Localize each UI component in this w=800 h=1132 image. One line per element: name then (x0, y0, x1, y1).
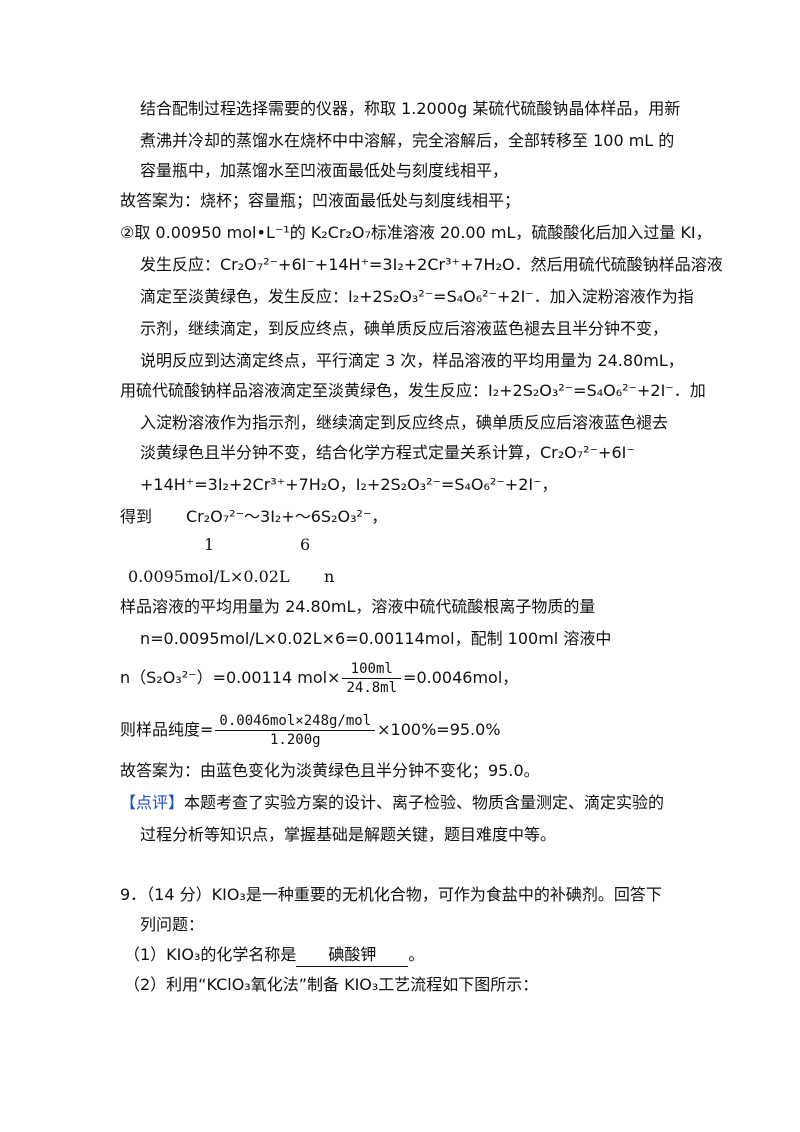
fraction-denominator: 24.8ml (346, 680, 398, 696)
answer-blank: 碘酸钾 (296, 944, 409, 967)
question-item: （1）KIO₃的化学名称是碘酸钾。 (124, 944, 424, 967)
question-title: 9．（14 分）KIO₃是一种重要的无机化合物，可作为食盐中的补碘剂。回答下 (120, 885, 662, 904)
text-line: 发生反应：Cr₂O₇²⁻+6I⁻+14H⁺=3I₂+2Cr³⁺+7H₂O．然后用… (140, 255, 723, 274)
text-line: 滴定至淡黄绿色，发生反应：I₂+2S₂O₃²⁻=S₄O₆²⁻+2I⁻．加入淀粉溶… (140, 287, 694, 306)
amount-value: n (324, 567, 335, 586)
relation-label: 得到 (120, 507, 153, 526)
fraction-numerator: 100ml (342, 660, 402, 679)
question-text: （1）KIO₃的化学名称是 (124, 945, 297, 964)
question-item: （2）利用“KClO₃氧化法”制备 KIO₃工艺流程如下图所示： (124, 975, 539, 994)
text-line: 结合配制过程选择需要的仪器，称取 1.2000g 某硫代硫酸钠晶体样品，用新 (140, 99, 681, 118)
equation-text: =0.0046mol， (403, 668, 519, 687)
amount-value: 0.0095mol/L×0.02L (128, 567, 290, 586)
text-line: 示剂，继续滴定，到反应终点，碘单质反应后溶液蓝色褪去且半分钟不变， (140, 319, 669, 338)
text-line: ②取 0.00950 mol•L⁻¹的 K₂Cr₂O₇标准溶液 20.00 mL… (120, 223, 712, 242)
equation-text: n（S₂O₃²⁻）=0.00114 mol× (120, 668, 341, 687)
comment-tag: 【点评】 (120, 793, 185, 812)
fraction-numerator: 0.0046mol×248g/mol (215, 712, 376, 731)
text-line: 容量瓶中，加蒸馏水至凹液面最低处与刻度线相平， (140, 161, 509, 180)
answer-line: 故答案为：由蓝色变化为淡黄绿色且半分钟不变化；95.0。 (120, 761, 540, 780)
text-line: 煮沸并冷却的蒸馏水在烧杯中中溶解，完全溶解后，全部转移至 100 mL 的 (140, 131, 675, 150)
text-line: 过程分析等知识点，掌握基础是解题关键，题目难度中等。 (140, 825, 557, 844)
text-line: n=0.0095mol/L×0.02L×6=0.00114mol，配制 100m… (140, 629, 612, 648)
text-line: 样品溶液的平均用量为 24.80mL，溶液中硫代硫酸根离子物质的量 (120, 597, 596, 616)
equation-text: ×100%=95.0% (377, 720, 501, 739)
comment-text: 本题考查了实验方案的设计、离子检验、物质含量测定、滴定实验的 (184, 793, 665, 812)
relation-formula: Cr₂O₇²⁻～3I₂+～6S₂O₃²⁻， (186, 507, 388, 526)
text-line: 列问题： (140, 915, 205, 934)
answer-line: 故答案为：烧杯；容量瓶；凹液面最低处与刻度线相平； (120, 191, 521, 210)
question-text: 。 (408, 945, 425, 964)
fraction-denominator: 1.200g (269, 732, 321, 748)
text-line: 淡黄绿色且半分钟不变，结合化学方程式定量关系计算，Cr₂O₇²⁻+6I⁻ (140, 443, 635, 462)
ratio-value: 6 (300, 535, 311, 554)
text-line: 说明反应到达滴定终点，平行滴定 3 次，样品溶液的平均用量为 24.80mL， (140, 351, 684, 370)
text-line: 入淀粉溶液作为指示剂，继续滴定到反应终点，碘单质反应后溶液蓝色褪去 (140, 413, 669, 432)
text-line: +14H⁺=3I₂+2Cr³⁺+7H₂O，I₂+2S₂O₃²⁻=S₄O₆²⁻+2… (140, 475, 558, 494)
equation-text: 则样品纯度= (120, 720, 214, 739)
text-line: 用硫代硫酸钠样品溶液滴定至淡黄绿色，发生反应：I₂+2S₂O₃²⁻=S₄O₆²⁻… (120, 381, 706, 400)
ratio-value: 1 (204, 535, 215, 554)
comment-line: 【点评】本题考查了实验方案的设计、离子检验、物质含量测定、滴定实验的 (120, 792, 664, 814)
